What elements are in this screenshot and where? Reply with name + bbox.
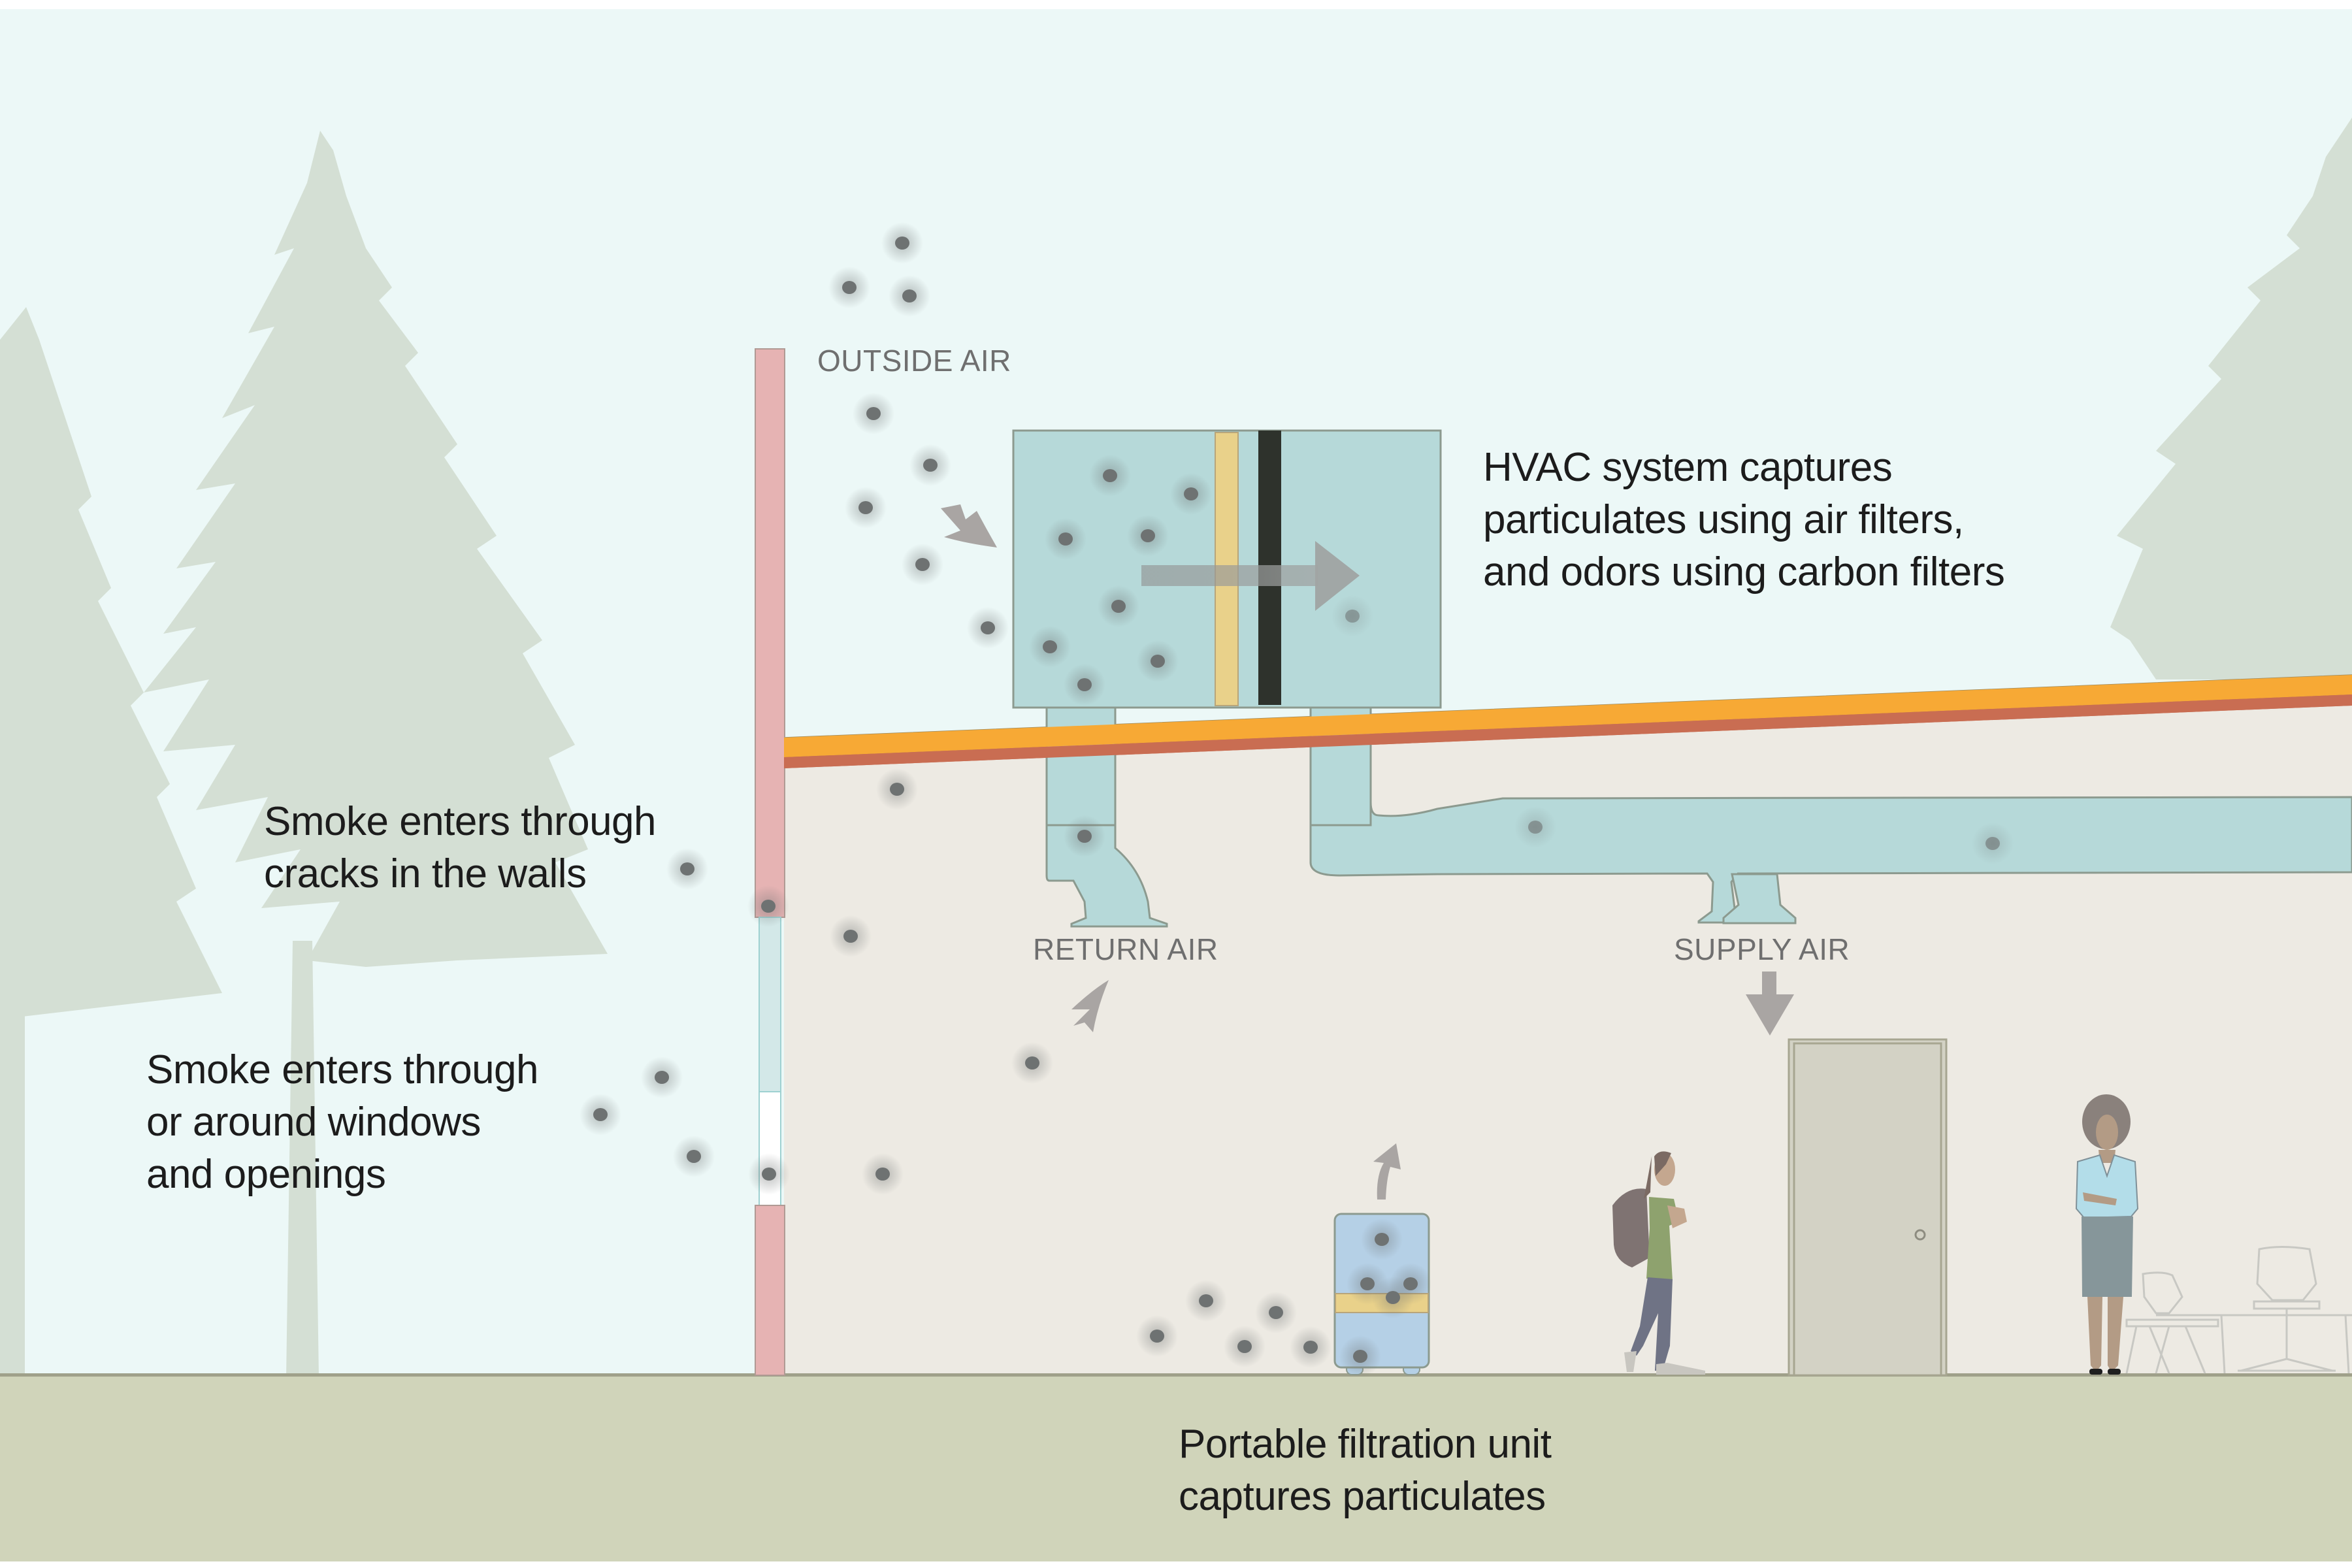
smoke-particle bbox=[902, 289, 917, 302]
outside-air-label: OUTSIDE AIR bbox=[817, 344, 1011, 378]
backpack bbox=[1612, 1188, 1650, 1267]
smoke-particles bbox=[580, 222, 2014, 1377]
roof-ceiling-front bbox=[784, 694, 2352, 768]
smoke-particle bbox=[1151, 655, 1165, 668]
tree-group-left bbox=[0, 131, 608, 1377]
return-air-label: RETURN AIR bbox=[1033, 932, 1218, 966]
table bbox=[2156, 1314, 2352, 1374]
smoke-particle bbox=[680, 862, 694, 875]
smoke-particle bbox=[1353, 1350, 1367, 1363]
portable-unit-arrow bbox=[1373, 1143, 1401, 1200]
smoke-particle bbox=[1528, 821, 1543, 834]
smoke-particle bbox=[1025, 1056, 1039, 1070]
smoke-particle bbox=[981, 621, 995, 634]
smoke-particle bbox=[1184, 487, 1198, 500]
teacher-shirt bbox=[2075, 1154, 2139, 1219]
teacher-figure bbox=[2075, 1094, 2139, 1375]
outside-air-arrow bbox=[941, 504, 997, 547]
smoke-particle bbox=[866, 407, 881, 420]
supply-air-arrow bbox=[1746, 972, 1794, 1036]
roof-insulation-front bbox=[784, 675, 2352, 757]
smoke-particle bbox=[1985, 837, 2000, 850]
smoke-particle bbox=[1043, 640, 1057, 653]
smoke-particle bbox=[1111, 600, 1126, 613]
smoke-particle bbox=[1077, 830, 1092, 843]
hvac-flow-arrow bbox=[1141, 541, 1360, 611]
ground-line bbox=[0, 1373, 2352, 1377]
tree-tall-left bbox=[144, 131, 608, 1377]
portable-annotation: Portable filtration unit captures partic… bbox=[1179, 1422, 1552, 1519]
supply-vent bbox=[1722, 873, 1797, 924]
door-knob bbox=[1914, 1229, 1926, 1241]
smoke-particle bbox=[1345, 610, 1360, 623]
smoke-particle bbox=[875, 1168, 890, 1181]
smoke-particle bbox=[1103, 469, 1117, 482]
smoke-particle bbox=[842, 281, 857, 294]
exterior-wall bbox=[755, 348, 785, 1376]
smoke-particle bbox=[843, 930, 858, 943]
supply-air-label: SUPPLY AIR bbox=[1674, 932, 1850, 966]
smoke-particle bbox=[1303, 1341, 1318, 1354]
smoke-particle bbox=[1386, 1291, 1400, 1304]
ground bbox=[0, 1375, 2352, 1561]
return-air-arrow bbox=[1071, 980, 1109, 1032]
smoke-particle bbox=[655, 1071, 669, 1084]
smoke-particle bbox=[593, 1108, 608, 1121]
smoke-particle bbox=[923, 459, 938, 472]
supply-air-duct bbox=[1309, 796, 2352, 924]
cracks-annotation: Smoke enters through cracks in the walls bbox=[264, 799, 657, 896]
smoke-particle bbox=[1360, 1277, 1375, 1290]
smoke-particle bbox=[1141, 529, 1155, 542]
smoke-particle bbox=[1375, 1233, 1389, 1246]
smoke-particle bbox=[1077, 678, 1092, 691]
smoke-particle bbox=[915, 558, 930, 571]
smoke-particle bbox=[761, 900, 776, 913]
teacher-skirt bbox=[2082, 1217, 2133, 1297]
smoke-particle bbox=[1150, 1330, 1164, 1343]
smoke-particle bbox=[762, 1168, 776, 1181]
hvac-annotation: HVAC system captures particulates using … bbox=[1483, 445, 2005, 595]
door bbox=[1788, 1038, 1948, 1377]
smoke-particle bbox=[1058, 532, 1073, 546]
tree-right bbox=[2110, 118, 2352, 679]
tree-far-left bbox=[0, 307, 222, 1377]
smoke-particle bbox=[1269, 1306, 1283, 1319]
smoke-particle bbox=[687, 1150, 701, 1163]
windows-annotation: Smoke enters through or around windows a… bbox=[146, 1047, 539, 1197]
student-figure bbox=[1612, 1151, 1705, 1375]
window-glass bbox=[759, 917, 781, 1092]
smoke-particle bbox=[1199, 1294, 1213, 1307]
hvac-unit bbox=[1012, 429, 1442, 826]
classroom-furniture bbox=[2125, 1246, 2352, 1374]
smoke-particle bbox=[895, 237, 909, 250]
smoke-particle bbox=[890, 783, 904, 796]
smoke-particle bbox=[1237, 1340, 1252, 1353]
smoke-particle bbox=[858, 501, 873, 514]
chair-left bbox=[2125, 1271, 2219, 1374]
chair-right bbox=[2238, 1246, 2336, 1372]
